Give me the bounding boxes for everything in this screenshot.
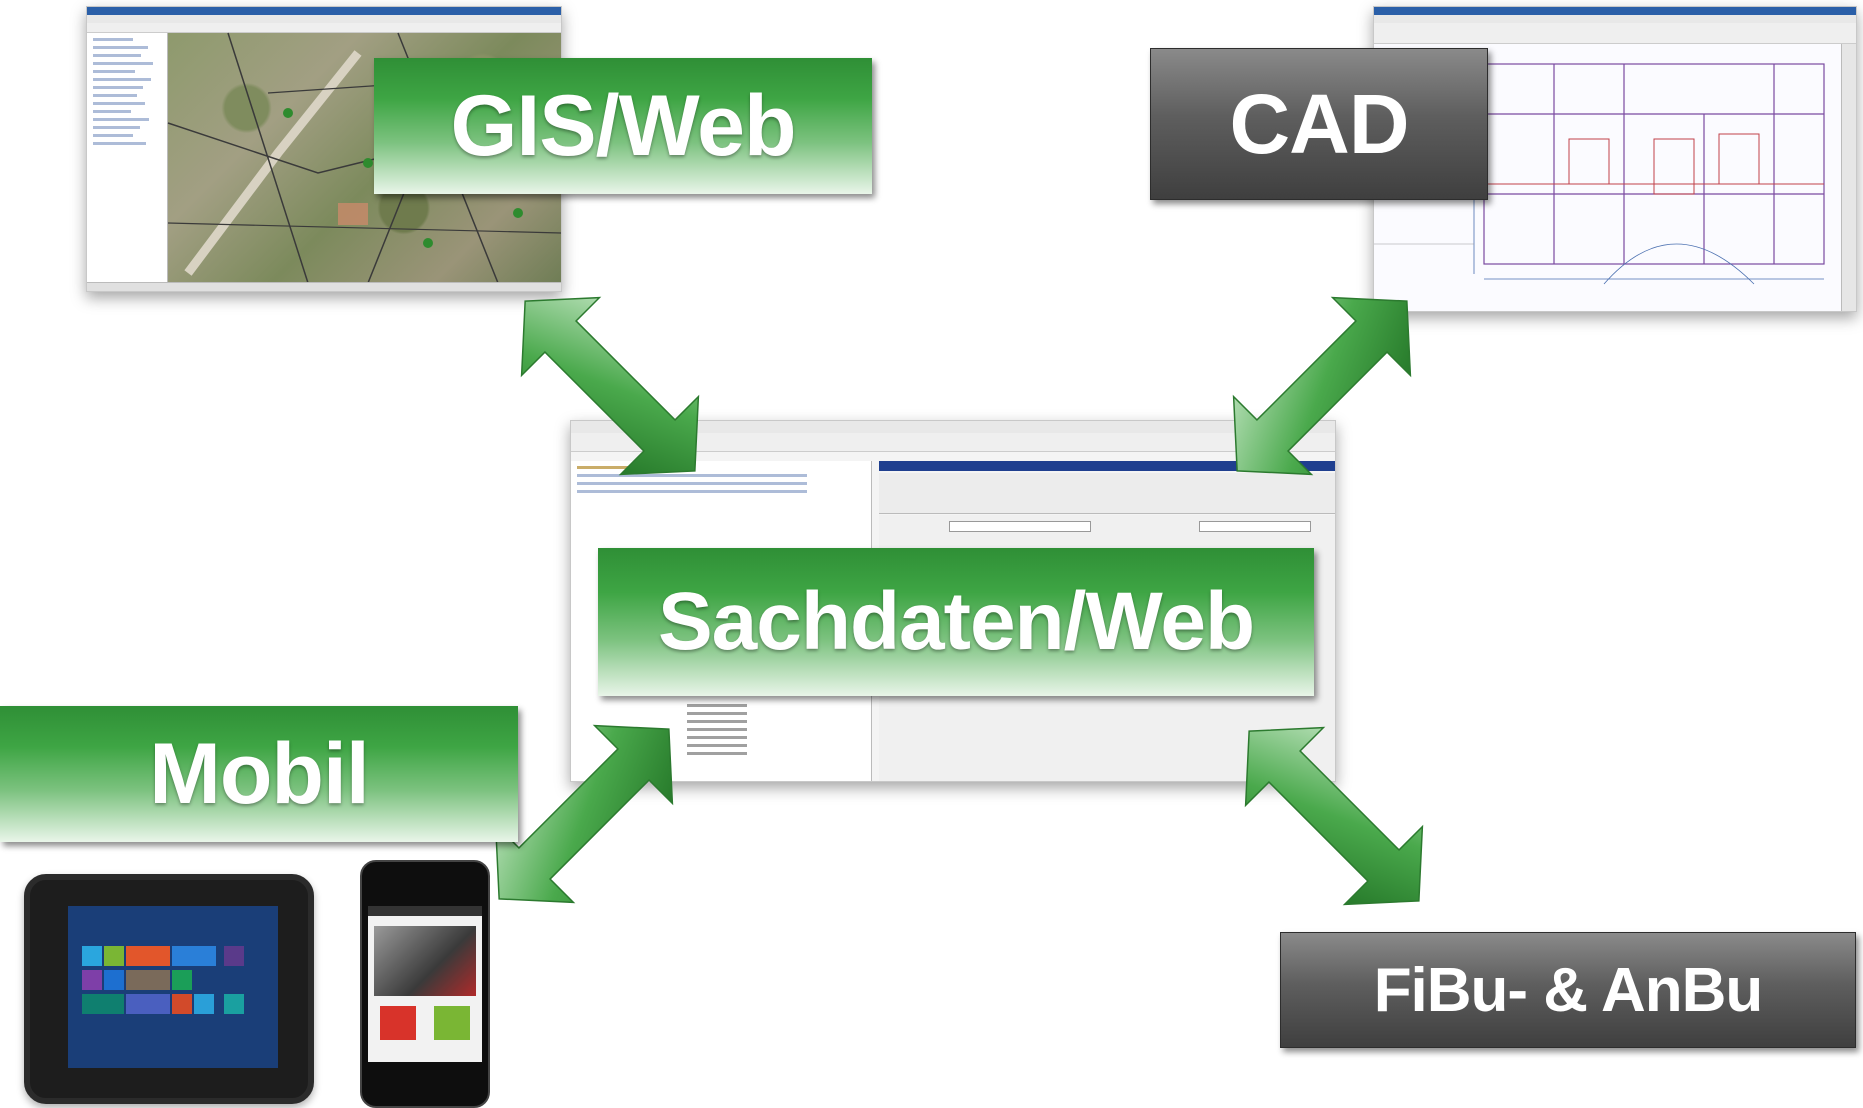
- label-gis-web: GIS/Web: [374, 58, 872, 194]
- cad-toolbar: [1374, 23, 1856, 44]
- label-mobil-text: Mobil: [149, 725, 369, 822]
- label-sachdaten-web-text: Sachdaten/Web: [657, 576, 1255, 667]
- label-cad: CAD: [1150, 48, 1488, 200]
- rugged-tablet: [24, 874, 314, 1104]
- phone-screen: [368, 906, 482, 1062]
- cad-titlebar: [1374, 7, 1856, 15]
- label-mobil: Mobil: [0, 706, 518, 842]
- tablet-screen: [68, 906, 278, 1068]
- smartphone: [360, 860, 490, 1108]
- sach-list: [681, 699, 851, 781]
- arrow-cad-sachdaten-icon: [1197, 261, 1447, 511]
- sach-form-header: [879, 461, 1335, 471]
- sach-toolbar: [571, 433, 1335, 452]
- arrow-gis-sachdaten-icon: [485, 261, 735, 511]
- gis-layer-tree: [87, 33, 168, 283]
- cad-side-toolbar: [1841, 44, 1856, 311]
- gis-titlebar: [87, 7, 561, 15]
- gis-statusbar: [87, 282, 561, 291]
- label-fibu-anbu-text: FiBu- & AnBu: [1373, 955, 1764, 1025]
- label-gis-web-text: GIS/Web: [450, 77, 796, 174]
- gis-toolbar: [87, 23, 561, 33]
- sach-tabs: [879, 473, 1335, 514]
- label-sachdaten-web: Sachdaten/Web: [598, 548, 1314, 696]
- arrow-fibu-sachdaten-icon: [1209, 691, 1459, 941]
- label-fibu-anbu: FiBu- & AnBu: [1280, 932, 1856, 1048]
- label-cad-text: CAD: [1229, 76, 1410, 171]
